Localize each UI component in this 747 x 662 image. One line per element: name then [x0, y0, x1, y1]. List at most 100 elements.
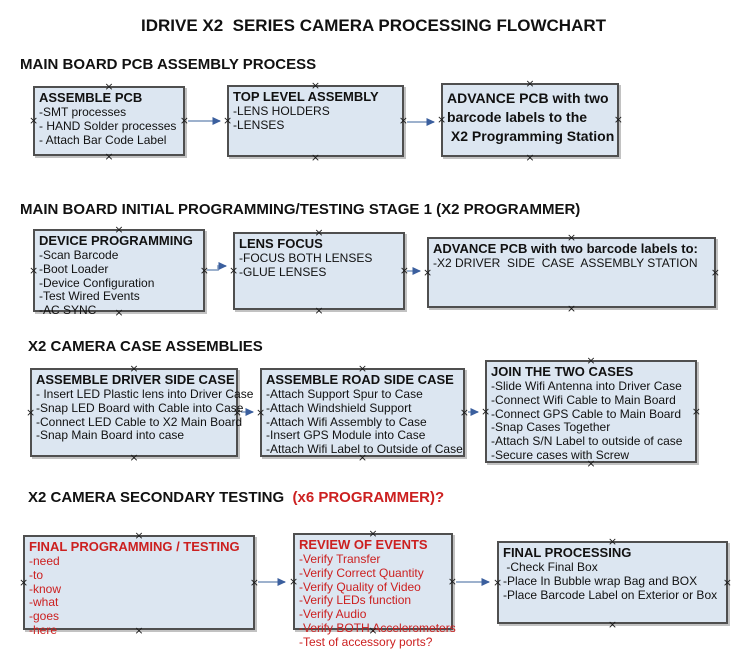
connection-point-icon: ×	[289, 574, 299, 588]
flow-box-assemble-driver-side-case: ASSEMBLE DRIVER SIDE CASE - Insert LED P…	[26, 363, 254, 463]
box-item: -Snap LED Board with Cable into Case	[36, 400, 244, 415]
box-title: ASSEMBLE DRIVER SIDE CASE	[36, 372, 235, 387]
box-item: - Attach Bar Code Label	[39, 132, 167, 147]
box-item: -Verify BOTH Accelerometers	[299, 620, 456, 635]
section-heading-secondary-testing: X2 CAMERA SECONDARY TESTING (x6 PROGRAMM…	[28, 489, 444, 506]
connection-point-icon: ×	[19, 575, 29, 589]
box-item: -here	[29, 622, 58, 637]
connection-point-icon: ×	[229, 263, 239, 277]
flow-box-advance-pcb-driver-side: ADVANCE PCB with two barcode labels to: …	[423, 232, 720, 314]
flow-box-review-of-events: REVIEW OF EVENTS -Verify Transfer -Verif…	[289, 528, 457, 649]
connection-point-icon: ×	[256, 405, 266, 419]
box-item: -AC SYNC	[39, 303, 97, 318]
box-title: ADVANCE PCB with two barcode labels to:	[433, 241, 698, 256]
flow-box-assemble-pcb: ASSEMBLE PCB -SMT processes - HAND Solde…	[29, 81, 189, 162]
box-item: -Secure cases with Screw	[491, 447, 630, 462]
connection-point-icon: ×	[129, 451, 139, 464]
page-title: IDRIVE X2 SERIES CAMERA PROCESSING FLOWC…	[140, 16, 607, 35]
box-item: -Snap Main Board into case	[36, 428, 185, 443]
box-item: -LENS HOLDERS	[233, 104, 330, 118]
box-item: -Slide Wifi Antenna into Driver Case	[491, 379, 682, 393]
box-item: - HAND Solder processes	[39, 118, 177, 133]
box-item: -Place Barcode Label on Exterior or Box	[503, 587, 718, 602]
box-item: -Verify Quality of Video	[299, 579, 421, 594]
connection-point-icon: ×	[566, 302, 577, 315]
box-title: DEVICE PROGRAMMING	[39, 233, 193, 248]
box-title: FINAL PROGRAMMING / TESTING	[29, 539, 240, 554]
connection-point-icon: ×	[223, 113, 233, 127]
section-heading-case-assemblies: X2 CAMERA CASE ASSEMBLIES	[28, 338, 263, 355]
box-item: -Attach Wifi Label to Outside of Case	[266, 442, 463, 457]
box-title: REVIEW OF EVENTS	[299, 537, 428, 552]
connection-point-icon: ×	[249, 575, 259, 589]
box-item: -goes	[29, 609, 60, 624]
connection-point-icon: ×	[722, 575, 732, 589]
connection-point-icon: ×	[481, 404, 491, 418]
box-item: -GLUE LENSES	[239, 264, 327, 279]
connection-point-icon: ×	[710, 265, 720, 279]
flow-arrow	[207, 262, 227, 271]
flow-box-device-programming: DEVICE PROGRAMMING -Scan Barcode -Boot L…	[29, 224, 209, 318]
box-item: -SMT processes	[39, 105, 127, 119]
box-item: -Connect Wifi Cable to Main Board	[491, 392, 676, 407]
connection-point-icon: ×	[29, 263, 39, 277]
connection-point-icon: ×	[691, 404, 701, 418]
box-item: -Verify Transfer	[299, 552, 381, 566]
box-item: -LENSES	[233, 117, 285, 132]
flow-box-advance-pcb-programming-station: ADVANCE PCB with two barcode labels to t…	[437, 78, 623, 163]
connection-point-icon: ×	[607, 618, 618, 631]
section-heading-initial-programming: MAIN BOARD INITIAL PROGRAMMING/TESTING S…	[20, 201, 581, 218]
flow-box-assemble-road-side-case: ASSEMBLE ROAD SIDE CASE -Attach Support …	[256, 363, 469, 463]
box-title: LENS FOCUS	[239, 236, 323, 251]
connection-point-icon: ×	[29, 113, 39, 127]
connection-point-icon: ×	[493, 575, 503, 589]
connection-point-icon: ×	[310, 151, 321, 164]
box-item: -X2 DRIVER SIDE CASE ASSEMBLY STATION	[433, 256, 698, 270]
box-item: -Place In Bubble wrap Bag and BOX	[503, 573, 698, 588]
box-item: -Scan Barcode	[39, 248, 119, 262]
box-item: -to	[29, 567, 44, 582]
box-item: -Insert GPS Module into Case	[266, 428, 426, 443]
box-item: -what	[29, 595, 59, 610]
box-item: -FOCUS BOTH LENSES	[239, 251, 373, 265]
box-title: TOP LEVEL ASSEMBLY	[233, 89, 379, 104]
connection-point-icon: ×	[104, 150, 114, 163]
box-title: ASSEMBLE ROAD SIDE CASE	[266, 372, 454, 387]
box-item: -Boot Loader	[39, 261, 109, 276]
box-item: - Insert LED Plastic lens into Driver Ca…	[36, 387, 254, 401]
box-item: -Connect GPS Cable to Main Board	[491, 406, 682, 421]
section-heading-red-part: (x6 PROGRAMMER)?	[288, 489, 445, 506]
connection-point-icon: ×	[423, 265, 433, 279]
box-title: FINAL PROCESSING	[503, 545, 632, 560]
box-item: -Attach Windshield Support	[266, 400, 412, 415]
connection-point-icon: ×	[399, 263, 409, 277]
connection-point-icon: ×	[613, 112, 623, 126]
box-item: -Snap Cases Together	[491, 420, 611, 435]
flow-box-final-programming-testing: FINAL PROGRAMMING / TESTING -need -to -k…	[19, 530, 259, 637]
box-item: -Test Wired Events	[39, 289, 140, 304]
flow-box-final-processing: FINAL PROCESSING -Check Final Box -Place…	[493, 536, 732, 630]
box-item: -Attach Support Spur to Case	[266, 387, 423, 401]
flow-box-top-level-assembly: TOP LEVEL ASSEMBLY -LENS HOLDERS -LENSES…	[223, 80, 408, 163]
connection-point-icon: ×	[179, 113, 189, 127]
box-item: -Verify Correct Quantity	[299, 565, 424, 580]
box-item: -Device Configuration	[39, 275, 155, 290]
box-item: -Connect LED Cable to X2 Main Board	[36, 414, 243, 429]
connection-point-icon: ×	[459, 405, 469, 419]
box-item: -Attach S/N Label to outside of case	[491, 434, 683, 449]
section-heading-pcb-assembly: MAIN BOARD PCB ASSEMBLY PROCESS	[20, 56, 317, 73]
section-heading-black-part: X2 CAMERA SECONDARY TESTING	[28, 489, 289, 506]
box-item: -Verify Audio	[299, 607, 367, 622]
connection-point-icon: ×	[199, 263, 209, 277]
connection-point-icon: ×	[525, 151, 535, 164]
box-title: ASSEMBLE PCB	[39, 90, 143, 105]
box-title: JOIN THE TWO CASES	[491, 364, 634, 379]
flow-box-lens-focus: LENS FOCUS -FOCUS BOTH LENSES -GLUE LENS…	[229, 227, 409, 316]
connection-point-icon: ×	[314, 304, 324, 317]
connection-point-icon: ×	[26, 405, 36, 419]
box-item: -Test of accessory ports?	[299, 634, 433, 649]
box-item: -Check Final Box	[503, 560, 598, 574]
box-item: -Verify LEDs function	[299, 593, 412, 608]
connection-point-icon: ×	[447, 574, 457, 588]
